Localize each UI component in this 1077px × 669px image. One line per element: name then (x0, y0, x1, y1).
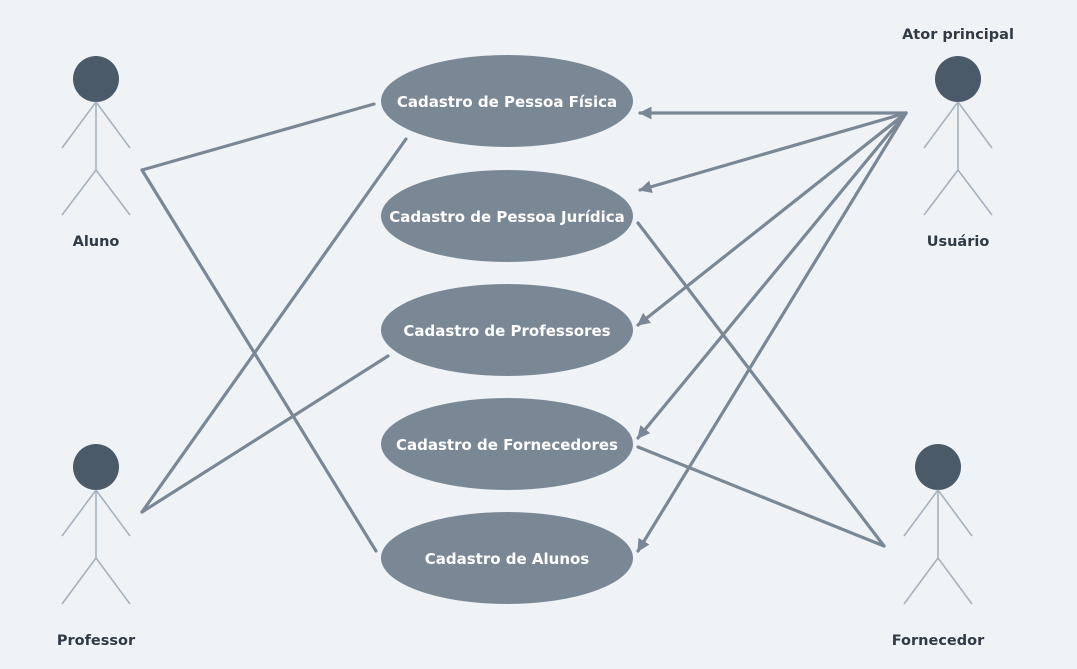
actor-head (73, 56, 119, 102)
arrow-usuario-professores (636, 111, 908, 327)
use-case-label: Cadastro de Alunos (425, 550, 590, 568)
use-case-alunos[interactable]: Cadastro de Alunos (381, 512, 633, 604)
use-case-label: Cadastro de Pessoa Jurídica (389, 208, 625, 226)
arrow-usuario-pessoa-juridica (638, 111, 908, 193)
actor-role-label: Ator principal (902, 27, 1014, 43)
actor-professor[interactable]: Professor (57, 444, 136, 649)
actor-label: Professor (57, 633, 136, 649)
stick-figure-icon (61, 101, 131, 216)
connector-fornecedor-pessoa-juridica (636, 221, 886, 548)
use-case-label: Cadastro de Fornecedores (396, 436, 618, 454)
connector-aluno-pessoa-fisica (140, 102, 376, 172)
use-case-ellipse (381, 170, 633, 262)
use-case-fornecedores[interactable]: Cadastro de Fornecedores (381, 398, 633, 490)
actor-head (915, 444, 961, 490)
use-case-label: Cadastro de Professores (403, 322, 610, 340)
arrow-usuario-fornecedores (636, 111, 908, 440)
arrow-usuario-alunos (636, 111, 908, 553)
use-case-pessoa-fisica[interactable]: Cadastro de Pessoa Física (381, 55, 633, 147)
actor-usuario[interactable]: Ator principal Usuário (902, 27, 1014, 250)
use-case-professores[interactable]: Cadastro de Professores (381, 284, 633, 376)
use-case-ellipse (381, 55, 633, 147)
actor-label: Usuário (927, 234, 990, 250)
stick-figure-icon (903, 489, 973, 605)
actor-label: Aluno (73, 234, 120, 250)
connector-professor-pessoa-fisica (140, 137, 408, 514)
actor-fornecedor[interactable]: Fornecedor (892, 444, 985, 649)
actor-head (73, 444, 119, 490)
connector-fornecedor-fornecedores (636, 445, 886, 548)
connector-professor-professores (140, 354, 390, 514)
use-case-ellipse (381, 284, 633, 376)
actor-aluno[interactable]: Aluno (61, 56, 131, 250)
connector-aluno-alunos (140, 168, 378, 553)
use-case-pessoa-juridica[interactable]: Cadastro de Pessoa Jurídica (381, 170, 633, 262)
use-case-label: Cadastro de Pessoa Física (397, 93, 617, 111)
use-case-ellipse (381, 512, 633, 604)
actor-label: Fornecedor (892, 633, 985, 649)
stick-figure-icon (61, 489, 131, 605)
actor-head (935, 56, 981, 102)
use-case-ellipse (381, 398, 633, 490)
stick-figure-icon (923, 101, 993, 216)
